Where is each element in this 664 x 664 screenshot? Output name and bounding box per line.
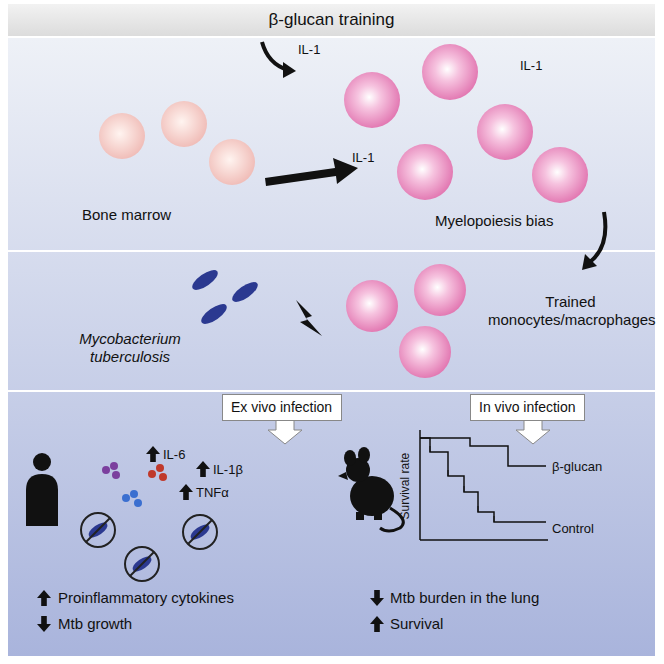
trained-cells [344, 44, 588, 203]
survival-plot [420, 430, 548, 540]
label-text: β-glucan training [268, 10, 394, 30]
down-arrow [268, 420, 302, 444]
infection-box: In vivo infection [470, 394, 585, 421]
label-text: IL-1 [298, 42, 320, 58]
big-arrow [265, 158, 358, 186]
header-box: β-glucan training [8, 4, 655, 36]
label-text: Bone marrow [82, 206, 171, 224]
label-text: Survival [390, 615, 443, 633]
label-text: Control [552, 521, 594, 537]
label-text: β-glucan [552, 459, 602, 475]
label-text: IL-1β [213, 462, 243, 478]
label-text: Trained monocytes/macrophages [488, 293, 653, 329]
label-text: IL-1 [520, 58, 542, 74]
label-text: Mtb growth [58, 615, 132, 633]
label-text: Proinflammatory cytokines [58, 589, 234, 607]
trained-cells [346, 264, 466, 378]
label-text: Mtb burden in the lung [390, 589, 539, 607]
label-text: Myelopoiesis bias [435, 212, 553, 230]
label-text: Mycobacterium tuberculosis [60, 330, 200, 366]
curved-arrow [590, 212, 605, 262]
band: IL-6IL-1βTNFαProinflammatory cytokinesMt… [8, 392, 655, 656]
band: IL-1IL-1IL-1Bone marrowMyelopoiesis bias [8, 38, 655, 250]
label-text: TNFα [196, 485, 229, 501]
band-ground [8, 38, 655, 656]
killed-bacteria [81, 513, 217, 581]
lightning [296, 300, 322, 336]
mtb-bacteria [189, 266, 260, 327]
label-text: Ex vivo infection [231, 399, 332, 416]
infection-box: Ex vivo infection [222, 394, 342, 421]
bone-marrow-cells [99, 101, 255, 185]
cytokine-dots [102, 462, 167, 507]
label-text: In vivo infection [479, 399, 576, 416]
label-text: IL-1 [352, 150, 374, 166]
mouse-icon [338, 447, 403, 531]
person-icon [26, 453, 58, 526]
label-text: Survival rate [398, 453, 412, 520]
band: Mycobacterium tuberculosis Trained monocy… [8, 252, 655, 390]
label-text: IL-6 [163, 447, 185, 463]
down-arrow [516, 420, 550, 444]
